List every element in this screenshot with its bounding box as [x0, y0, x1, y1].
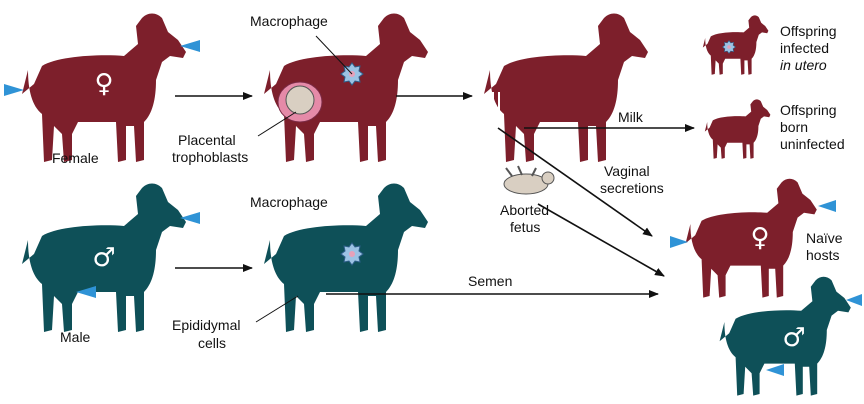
marker-arrow-icon: [818, 200, 836, 212]
offspring-infected-goat: [703, 15, 769, 74]
fetus-in-utero-icon: [286, 86, 314, 114]
female-symbol-1: ♀: [94, 69, 113, 99]
marker-arrow-icon: [766, 364, 784, 376]
label-macrophage-top: Macrophage: [250, 13, 328, 29]
macrophage-icon: [723, 41, 736, 54]
label-vaginal-2: secretions: [600, 180, 664, 196]
female-symbol-2: ♀: [750, 223, 769, 253]
female-goat-3: [484, 14, 648, 163]
label-placental-2: trophoblasts: [172, 149, 248, 165]
label-semen: Semen: [468, 273, 512, 289]
macrophage-icon: [341, 243, 363, 265]
label-male: Male: [60, 329, 91, 345]
label-vaginal-1: Vaginal: [604, 163, 650, 179]
label-offspring-infected-3: in utero: [780, 57, 827, 73]
label-naive-2: hosts: [806, 247, 839, 263]
offspring-uninfected-goat: [705, 99, 771, 158]
male-symbol-2: ♂: [782, 323, 805, 353]
label-milk: Milk: [618, 109, 644, 125]
label-offspring-infected-1: Offspring: [780, 23, 837, 39]
label-epididymal-2: cells: [198, 335, 226, 351]
marker-arrow-icon: [4, 84, 24, 96]
label-aborted-2: fetus: [510, 219, 540, 235]
male-symbol-1: ♂: [92, 243, 115, 273]
label-placental-1: Placental: [178, 132, 236, 148]
label-macrophage-bottom: Macrophage: [250, 194, 328, 210]
label-offspring-infected-2: infected: [780, 40, 829, 56]
marker-arrow-icon: [670, 236, 688, 248]
label-epididymal-1: Epididymal: [172, 317, 240, 333]
arrow-aborted-fetus: [538, 204, 664, 276]
aborted-fetus-icon: [504, 166, 554, 194]
label-offspring-uninfected-1: Offspring: [780, 102, 837, 118]
label-aborted-1: Aborted: [500, 202, 549, 218]
label-offspring-uninfected-2: born: [780, 119, 808, 135]
label-naive-1: Naïve: [806, 230, 843, 246]
label-female: Female: [52, 150, 99, 166]
label-offspring-uninfected-3: uninfected: [780, 136, 845, 152]
